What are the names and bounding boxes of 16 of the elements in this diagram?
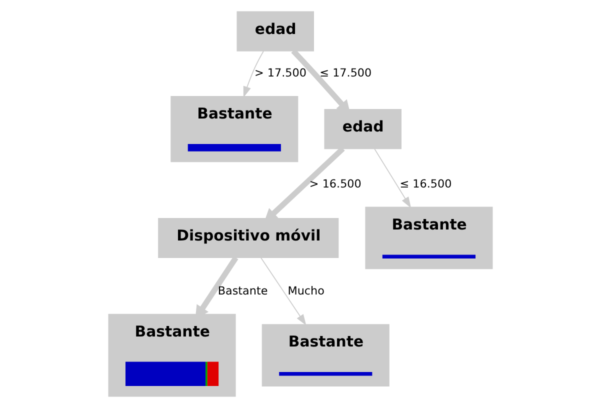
node-box: Bastante — [364, 206, 492, 270]
edge-label: ≤ 16.500 — [399, 177, 452, 190]
node-box: Bastante — [170, 96, 298, 162]
node-box: edad — [324, 109, 401, 150]
node-box: Bastante — [108, 314, 236, 397]
edge-label: Bastante — [217, 284, 268, 298]
node-box: edad — [236, 11, 314, 52]
edge-label: > 16.500 — [308, 177, 361, 190]
arrow — [260, 257, 306, 326]
edge-label: ≤ 17.500 — [319, 66, 372, 80]
node-box: Dispositivo móvil — [158, 218, 338, 258]
node-box: Bastante — [261, 324, 389, 386]
edge-label: Mucho — [287, 284, 324, 298]
arrow — [373, 148, 411, 208]
arrow — [242, 50, 264, 98]
edge-label: > 17.500 — [254, 66, 306, 80]
